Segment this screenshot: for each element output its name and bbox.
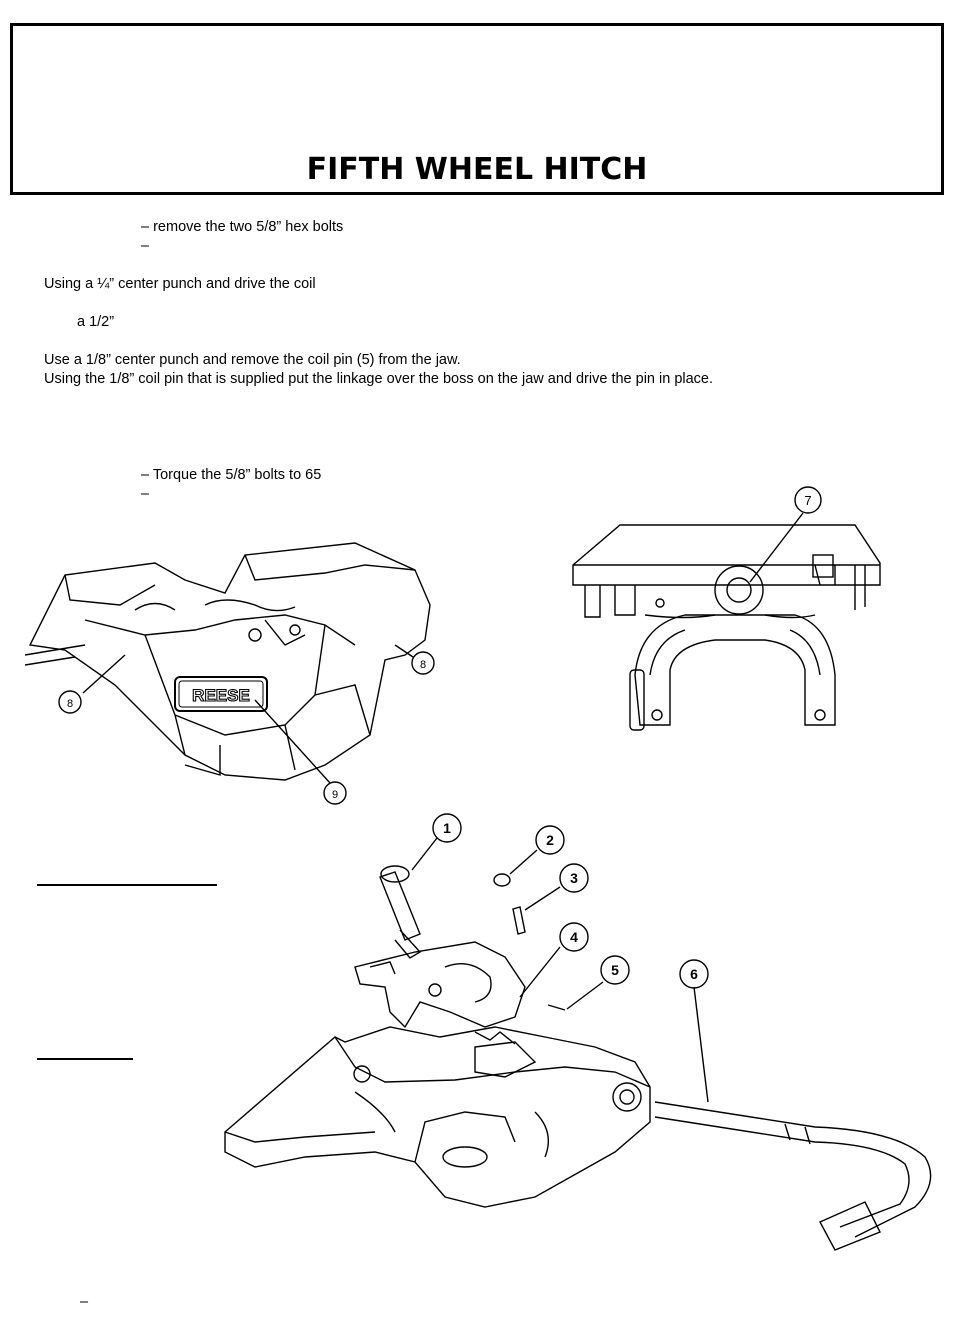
section-underline-2	[37, 1058, 133, 1060]
callout-3: 3	[570, 870, 578, 886]
page-title: FIFTH WHEEL HITCH	[306, 152, 648, 187]
instruction-line-4: a 1/2”	[77, 314, 115, 330]
instruction-line-7: – Torque the 5/8” bolts to 65	[141, 467, 322, 483]
callout-2: 2	[546, 832, 554, 848]
section-underline-1	[37, 884, 217, 886]
hitch-side-figure: 7	[572, 486, 881, 731]
instruction-line-5: Use a 1/8” center punch and remove the c…	[44, 352, 461, 368]
instruction-line-2: –	[141, 238, 150, 254]
title-box: FIFTH WHEEL HITCH	[10, 23, 944, 195]
brand-label: REESE	[192, 686, 250, 705]
callout-9: 9	[332, 789, 338, 801]
instruction-line-6: Using the 1/8” coil pin that is supplied…	[44, 371, 714, 387]
callout-1: 1	[443, 820, 451, 836]
callout-7: 7	[804, 493, 811, 508]
footer-dash: –	[80, 1294, 89, 1310]
callout-8-left: 8	[67, 698, 73, 710]
callout-6: 6	[690, 966, 698, 982]
instruction-line-8: –	[141, 486, 150, 502]
instruction-line-3: Using a ¼” center punch and drive the co…	[44, 276, 316, 292]
callout-8-right: 8	[420, 659, 426, 671]
hitch-front-figure: REESE 8 8 9	[25, 542, 435, 805]
instruction-line-1: – remove the two 5/8” hex bolts	[141, 219, 344, 235]
exploded-view-figure: 1 2 3 4 5 6	[224, 813, 932, 1251]
callout-5: 5	[611, 962, 619, 978]
callout-4: 4	[570, 929, 578, 945]
